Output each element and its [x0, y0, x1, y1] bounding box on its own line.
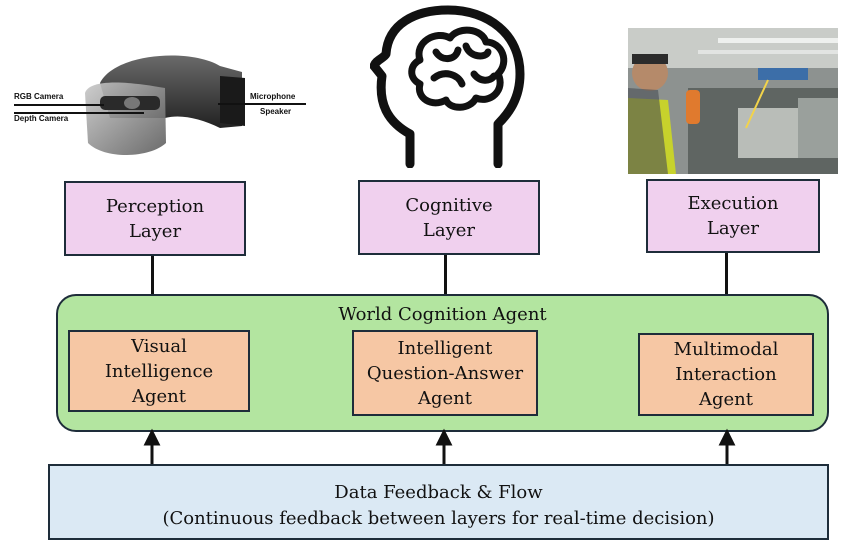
depth-camera-callout — [14, 112, 144, 114]
speaker-label: Speaker — [260, 107, 292, 116]
rgb-camera-label: RGB Camera — [14, 92, 64, 101]
microphone-label: Microphone — [250, 92, 296, 101]
perception-layer-box: Perception Layer — [64, 181, 246, 256]
depth-camera-label: Depth Camera — [14, 114, 69, 123]
multimodal-interaction-agent-box: Multimodal Interaction Agent — [638, 333, 814, 416]
world-cognition-agent-title: World Cognition Agent — [338, 304, 547, 325]
worker-with-headset-photo — [628, 28, 838, 174]
perception-connector — [151, 256, 154, 294]
data-feedback-subtitle: (Continuous feedback between layers for … — [162, 508, 715, 529]
data-feedback-box: Data Feedback & Flow (Continuous feedbac… — [48, 464, 829, 540]
visual-intelligence-agent-box: Visual Intelligence Agent — [68, 330, 250, 412]
mixed-reality-headset-icon — [70, 48, 270, 163]
question-answer-agent-box: Intelligent Question-Answer Agent — [352, 330, 538, 416]
cognitive-connector — [444, 255, 447, 294]
execution-layer-box: Execution Layer — [646, 179, 820, 253]
data-feedback-title: Data Feedback & Flow — [334, 482, 543, 503]
head-brain-icon — [369, 4, 530, 169]
rgb-camera-callout — [14, 104, 104, 106]
execution-connector — [725, 253, 728, 294]
microphone-callout — [218, 103, 306, 105]
cognitive-layer-box: Cognitive Layer — [358, 180, 540, 255]
